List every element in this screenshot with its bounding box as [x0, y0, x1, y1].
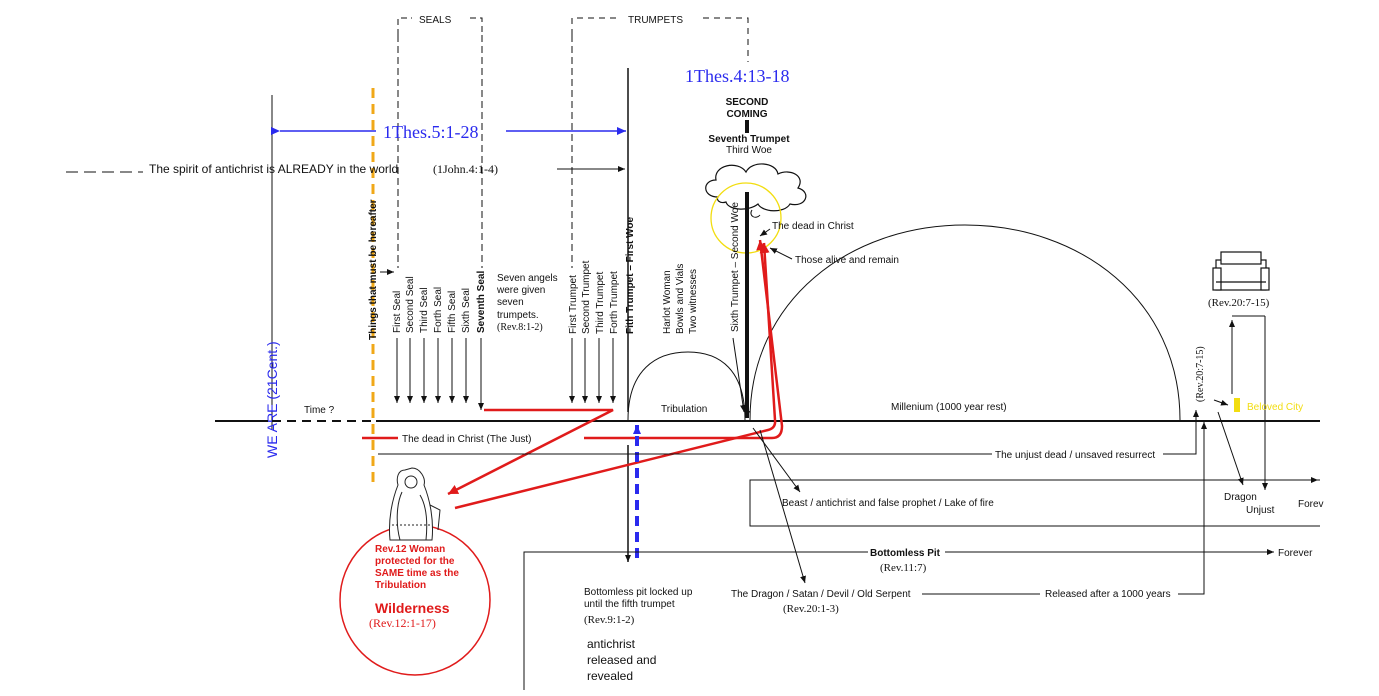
- seventh-trumpet-label: Seventh Trumpet: [708, 134, 790, 145]
- things-hereafter-label: Things that must be hereafter: [368, 199, 379, 340]
- cloud-icon: [705, 163, 807, 218]
- we-are-label: WE ARE (21Cent.): [264, 341, 280, 458]
- rev20-7-15-vertical: (Rev.20:7-15): [1195, 346, 1206, 402]
- dead-in-christ-label: The dead in Christ: [772, 221, 854, 232]
- harlot-woman: Harlot Woman: [662, 270, 673, 334]
- second-coming-line2: COMING: [726, 109, 767, 120]
- woman-figure-icon: [389, 467, 441, 541]
- woman-line-3: SAME time as the: [375, 568, 459, 579]
- beloved-city-label: Beloved City: [1247, 402, 1303, 413]
- seven-angels-2: were given: [496, 285, 545, 296]
- seven-angels-1: Seven angels: [497, 273, 558, 284]
- antichrist-1: antichrist: [587, 637, 636, 651]
- seal-labels: First Seal Second Seal Third Seal Forth …: [392, 271, 487, 333]
- forever-top-label: Forev: [1298, 499, 1324, 510]
- seal-3: Third Seal: [419, 287, 430, 333]
- spirit-text: The spirit of antichrist is ALREADY in t…: [149, 162, 398, 176]
- trumpets-header: TRUMPETS: [628, 15, 683, 26]
- bottomless-pit-label: Bottomless Pit: [870, 548, 941, 559]
- rev11-ref: (Rev.11:7): [880, 562, 927, 574]
- red-path-alive: [454, 242, 777, 510]
- time-label: Time ?: [304, 405, 335, 416]
- forever-label: Forever: [1278, 548, 1313, 559]
- antichrist-2: released and: [587, 653, 656, 667]
- trumpet-1: First Trumpet: [568, 275, 579, 334]
- sixth-trumpet-label: Sixth Trumpet – Second Woe: [730, 202, 741, 332]
- seals-header: SEALS: [419, 15, 452, 26]
- unjust-label: Unjust: [1246, 505, 1275, 516]
- red-path-woman: [447, 408, 614, 496]
- seven-angels-3: seven: [497, 297, 524, 308]
- bottomless-pit-line: [523, 551, 868, 690]
- woman-line-1: Rev.12 Woman: [375, 544, 445, 555]
- throne-icon: [1212, 251, 1270, 291]
- trumpet-5: Fith Trumpet – First Woe: [625, 217, 636, 334]
- antichrist-3: revealed: [587, 669, 633, 683]
- seal-4: Forth Seal: [433, 287, 444, 333]
- seal-arrows: [394, 338, 484, 410]
- tribulation-label: Tribulation: [661, 404, 707, 415]
- second-coming-line1: SECOND: [726, 97, 769, 108]
- rev20-1-3-ref: (Rev.20:1-3): [783, 603, 839, 615]
- wilderness-label: Wilderness: [375, 600, 450, 616]
- trumpet-3: Third Trumpet: [595, 272, 606, 334]
- millenium-label: Millenium (1000 year rest): [891, 402, 1007, 413]
- rev12-ref: (Rev.12:1-17): [369, 616, 436, 630]
- seal-7: Seventh Seal: [476, 271, 487, 333]
- seal-2: Second Seal: [405, 276, 416, 333]
- rev20-7-15-ref: (Rev.20:7-15): [1208, 297, 1270, 309]
- seal-6: Sixth Seal: [461, 288, 472, 333]
- woman-line-2: protected for the: [375, 556, 455, 567]
- lake-of-fire-box: [749, 479, 1320, 527]
- trumpet-arrows: [569, 338, 616, 403]
- trumpet-labels: First Trumpet Second Trumpet Third Trump…: [568, 217, 636, 334]
- rev9-ref: (Rev.9:1-2): [584, 614, 635, 626]
- red-path-dead: [584, 239, 784, 440]
- rev8-ref: (Rev.8:1-2): [497, 322, 543, 333]
- dragon-satan-label: The Dragon / Satan / Devil / Old Serpent: [731, 589, 911, 600]
- seven-angels-4: trumpets.: [497, 310, 539, 321]
- pit-locked-2: until the fifth trumpet: [584, 599, 675, 610]
- trumpet-4: Forth Trumpet: [609, 271, 620, 334]
- woman-line-4: Tribulation: [375, 580, 426, 591]
- thes4-ref: 1Thes.4:13-18: [685, 66, 789, 86]
- seal-5: Fifth Seal: [447, 291, 458, 333]
- unjust-dead-label: The unjust dead / unsaved resurrect: [995, 450, 1155, 461]
- seal-1: First Seal: [392, 291, 403, 333]
- dragon-label: Dragon: [1224, 492, 1257, 503]
- those-alive-label: Those alive and remain: [795, 255, 899, 266]
- pit-locked-1: Bottomless pit locked up: [584, 587, 693, 598]
- millenium-arc: [749, 224, 1181, 421]
- third-woe-label: Third Woe: [726, 145, 772, 156]
- trumpets-bracket: TRUMPETS: [571, 15, 749, 268]
- beast-label: Beast / antichrist and false prophet / L…: [782, 498, 994, 509]
- spirit-ref: (1John.4:1-4): [433, 162, 498, 176]
- trumpet-2: Second Trumpet: [581, 260, 592, 334]
- sixth-trumpet-arrow: [732, 337, 746, 413]
- two-witnesses: Two witnesses: [688, 269, 699, 334]
- dead-just-label: The dead in Christ (The Just): [402, 434, 532, 445]
- bowls-vials: Bowls and Vials: [675, 264, 686, 334]
- thes5-ref: 1Thes.5:1-28: [383, 122, 478, 142]
- seals-bracket: SEALS: [397, 15, 483, 268]
- tribulation-arc: [627, 351, 746, 421]
- beloved-city-marker: [1234, 398, 1240, 412]
- released-1000-label: Released after a 1000 years: [1045, 589, 1171, 600]
